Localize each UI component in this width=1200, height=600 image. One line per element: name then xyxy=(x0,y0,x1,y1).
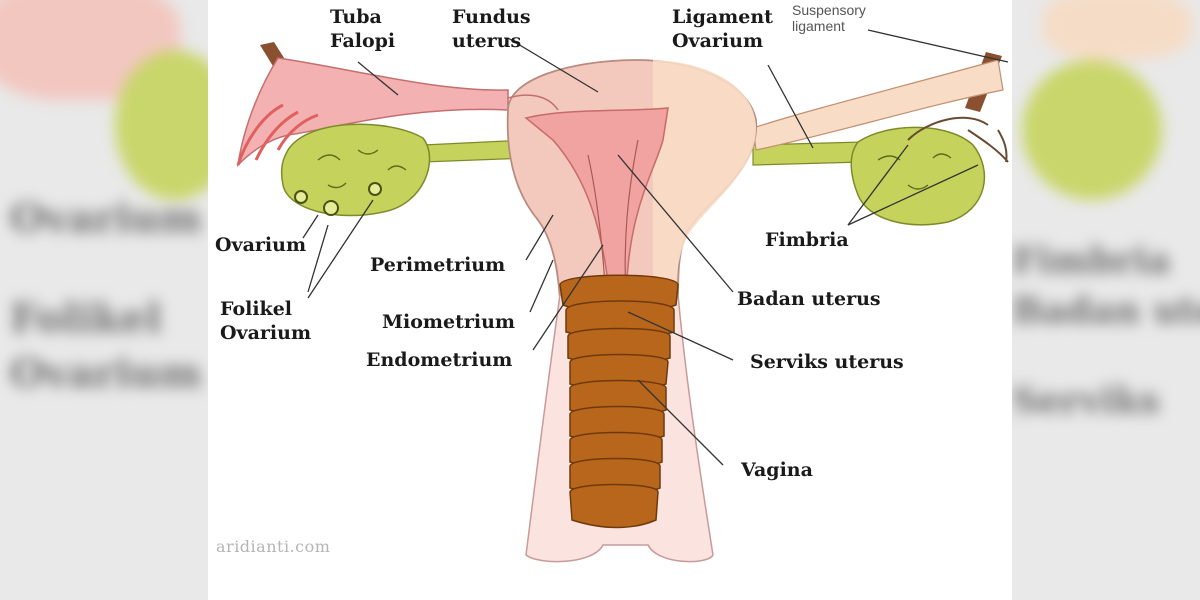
label-tuba-falopi: Tuba Falopi xyxy=(330,6,396,52)
blurred-word: Fimbria xyxy=(1012,240,1171,282)
left-ovary xyxy=(280,123,431,217)
label-badan-uterus: Badan uterus xyxy=(737,288,881,310)
label-ovarium: Ovarium xyxy=(215,234,307,256)
right-ovary xyxy=(850,126,986,226)
label-perimetrium: Perimetrium xyxy=(370,254,506,276)
left-fimbria xyxy=(236,103,319,166)
suspensory-ligament-band xyxy=(752,59,1004,151)
label-fundus-uterus: Fundus uterus xyxy=(452,6,531,52)
blurred-background-right: Fimbria Badan uterus Serviks xyxy=(1012,0,1200,600)
uterus-diagram: Tuba Falopi Fundus uterus Ligament Ovari… xyxy=(208,0,1012,600)
blurred-backdrop-left: Ovarium Folikel Ovarium xyxy=(0,0,208,600)
label-ligament-ovarium: Ligament Ovarium xyxy=(672,6,773,52)
cervix-rugae xyxy=(559,274,679,529)
blurred-word: Serviks xyxy=(1012,380,1160,422)
label-folikel-ovarium: Folikel Ovarium xyxy=(220,298,312,344)
blurred-word: Badan uterus xyxy=(1012,290,1200,332)
uterus-ligament-side xyxy=(653,60,757,300)
label-vagina: Vagina xyxy=(741,459,813,481)
diagram-drawing xyxy=(236,29,1009,563)
label-endometrium: Endometrium xyxy=(366,349,513,371)
ovarian-follicles xyxy=(294,182,382,216)
blurred-word: Ovarium xyxy=(10,195,202,242)
label-fimbria: Fimbria xyxy=(765,229,849,251)
watermark: aridianti.com xyxy=(216,537,331,556)
right-fimbria xyxy=(907,116,1009,163)
leader-lines xyxy=(302,29,1009,466)
blurred-word: Folikel xyxy=(10,295,162,342)
label-suspensory-ligament: Suspensory ligament xyxy=(792,2,866,35)
label-miometrium: Miometrium xyxy=(382,311,516,333)
label-serviks-uterus: Serviks uterus xyxy=(750,351,904,373)
blurred-word: Ovarium xyxy=(10,350,202,397)
blurred-background-left: Ovarium Folikel Ovarium xyxy=(0,0,208,600)
blurred-backdrop-right: Fimbria Badan uterus Serviks xyxy=(1012,0,1200,600)
